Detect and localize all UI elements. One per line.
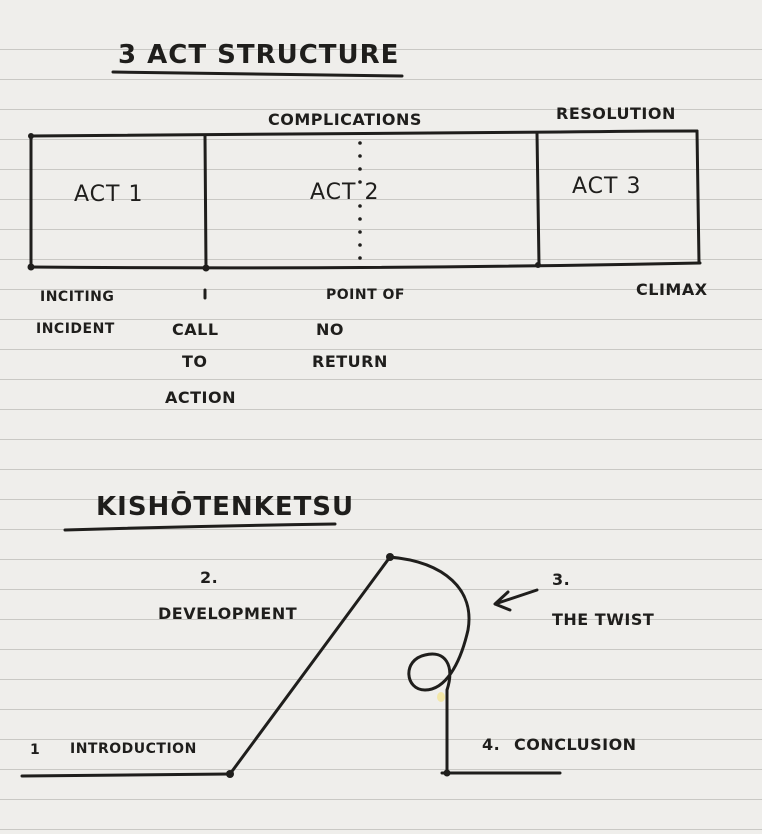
development-label: DEVELOPMENT <box>158 604 298 623</box>
kishotenketsu-rising-line <box>228 555 392 776</box>
kishotenketsu-twist-loop <box>388 555 471 692</box>
box-corner-dot-left <box>27 263 35 271</box>
act3-divider <box>535 131 541 267</box>
resolution-label: RESOLUTION <box>556 104 676 123</box>
box-corner-dot-act3 <box>535 262 541 268</box>
curve-node-bottom <box>226 770 234 778</box>
act-3-label: ACT 3 <box>572 174 642 199</box>
inciting-incident-line-1: INCITING <box>40 289 115 305</box>
three-act-title-underline <box>111 70 404 78</box>
box-top-dot-left <box>28 133 34 139</box>
act-2-label: ACT 2 <box>310 180 380 205</box>
introduction-number: 1 <box>30 742 41 758</box>
climax-label: CLIMAX <box>636 280 708 299</box>
twist-label: THE TWIST <box>552 610 655 629</box>
three-act-box-top <box>28 129 699 138</box>
conclusion-label: CONCLUSION <box>514 735 637 754</box>
inciting-incident-line-2: INCIDENT <box>36 321 115 337</box>
kishotenketsu-title: KISHŌTENKETSU <box>96 492 355 522</box>
point-of-no-return-line-2: NO <box>316 320 344 339</box>
act-1-label: ACT 1 <box>74 182 144 207</box>
three-act-box-bottom <box>28 261 702 270</box>
twist-arrow-icon <box>493 588 539 612</box>
twist-number: 3. <box>552 570 571 589</box>
act1-divider <box>203 134 208 270</box>
three-act-title: 3 ACT STRUCTURE <box>118 40 400 70</box>
kishotenketsu-title-underline <box>63 522 337 532</box>
call-to-action-line-3: ACTION <box>165 388 236 407</box>
curve-node-peak <box>386 553 394 561</box>
point-of-no-return-line-1: POINT OF <box>326 287 405 303</box>
complications-label: COMPLICATIONS <box>268 110 422 129</box>
call-to-action-line-2: TO <box>182 352 208 371</box>
three-act-box-right <box>695 129 701 265</box>
curve-node-end <box>443 769 451 777</box>
development-number: 2. <box>200 568 219 587</box>
point-of-no-return-line-3: RETURN <box>312 352 388 371</box>
ink-blot <box>437 692 445 702</box>
conclusion-number: 4. <box>482 735 501 754</box>
point-of-no-return-dotted-line <box>358 141 362 260</box>
call-to-action-line-1: CALL <box>172 320 219 339</box>
box-corner-dot-call <box>202 264 210 272</box>
kishotenketsu-baseline-left <box>20 772 232 778</box>
introduction-label: INTRODUCTION <box>70 741 197 757</box>
